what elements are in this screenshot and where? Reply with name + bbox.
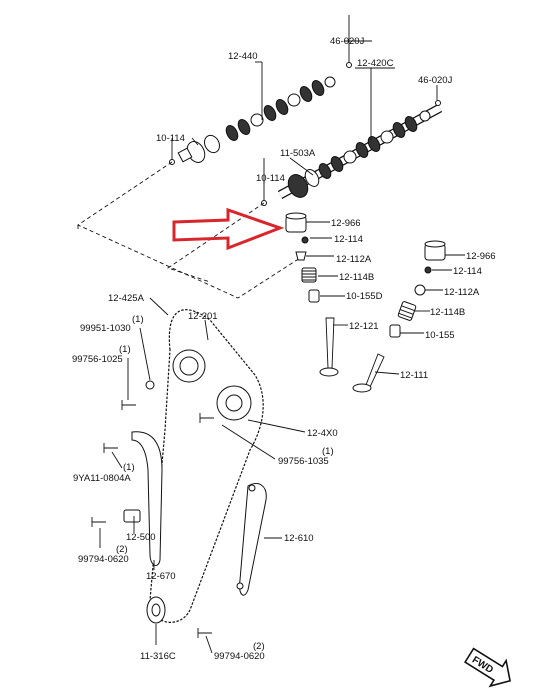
- label-12-610: 12-610: [284, 533, 314, 544]
- label-qty-1-a: (1): [132, 314, 144, 325]
- label-99794-0620-a: 99794-0620: [78, 554, 129, 565]
- lower-leaders: [99, 297, 306, 654]
- label-12-670: 12-670: [146, 571, 176, 582]
- label-46-020j-top: 46-020J: [330, 36, 365, 47]
- label-12-500: 12-500: [126, 532, 156, 543]
- label-99794-0620-b: 99794-0620: [214, 651, 265, 662]
- label-99756-1035: 99756-1035: [278, 456, 329, 467]
- cam-leaders: [171, 15, 438, 200]
- label-12-121: 12-121: [349, 321, 379, 332]
- label-12-114-a: 12-114: [334, 234, 363, 245]
- label-12-4x0: 12-4X0: [307, 428, 338, 439]
- exhaust-camshaft: [177, 72, 347, 163]
- label-12-425a: 12-425A: [108, 293, 145, 304]
- label-qty-1-d: (1): [123, 462, 135, 473]
- label-qty-1-c: (1): [322, 446, 334, 457]
- label-99951-1030: 99951-1030: [80, 323, 131, 334]
- chain-guides: [123, 431, 267, 596]
- label-10-114-a: 10-114: [156, 133, 185, 144]
- label-qty-2-b: (2): [253, 641, 265, 652]
- label-12-201: 12-201: [188, 311, 218, 322]
- label-12-112a-a: 12-112A: [336, 254, 372, 265]
- assembly-dash-lines: [77, 161, 301, 299]
- label-99756-1025: 99756-1025: [72, 354, 123, 365]
- fwd-arrow-icon: FWD: [464, 647, 511, 688]
- label-11-503a: 11-503A: [280, 148, 316, 159]
- label-qty-1-b: (1): [119, 344, 131, 355]
- label-12-966-b: 12-966: [466, 251, 496, 262]
- label-12-420c: 12-420C: [357, 58, 394, 69]
- highlight-arrow-icon: [172, 207, 285, 251]
- timing-chain: [146, 309, 264, 624]
- cam-bolt-dot: [346, 62, 352, 68]
- right-valve-parts: [352, 240, 465, 393]
- label-12-114-b: 12-114: [453, 266, 482, 277]
- label-10-155: 10-155: [425, 330, 455, 341]
- bolts: [91, 380, 256, 638]
- label-12-114b-b: 12-114B: [430, 307, 465, 318]
- label-12-112a-b: 12-112A: [444, 287, 480, 298]
- label-10-114-b: 10-114: [256, 173, 285, 184]
- label-10-155d: 10-155D: [346, 291, 383, 302]
- left-valve-parts: [285, 212, 348, 377]
- label-9ya11-0804a: 9YA11-0804A: [73, 473, 131, 484]
- label-12-111: 12-111: [400, 370, 428, 381]
- label-11-316c: 11-316C: [140, 651, 176, 662]
- intake-camshaft: [277, 104, 443, 199]
- cam-bolt-dot: [435, 100, 441, 106]
- label-12-440: 12-440: [228, 51, 258, 62]
- label-46-020j-right: 46-020J: [418, 75, 453, 86]
- label-qty-2-a: (2): [116, 544, 128, 555]
- label-12-966-a: 12-966: [331, 218, 361, 229]
- label-12-114b-a: 12-114B: [339, 272, 374, 283]
